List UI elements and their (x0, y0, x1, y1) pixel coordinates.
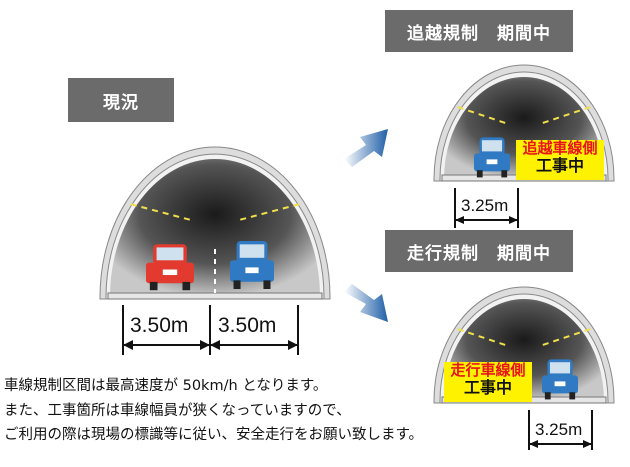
construction-sign-overtaking: 追越車線側 工事中 (516, 140, 604, 180)
note-line: 車線規制区間は最高速度が 50km/h となります。 (4, 378, 328, 394)
car-icon (542, 359, 578, 400)
current-label: 現況 (68, 78, 174, 122)
car-icon (474, 137, 510, 178)
dimension-lines-driving (528, 410, 593, 450)
overtaking-restriction-label: 追越規制 期間中 (385, 10, 573, 52)
lane-width-left: 3.50m (130, 314, 189, 337)
note-line: ご利用の際は現場の標識等に従い、安全走行をお願い致します。 (4, 427, 424, 443)
car-icon (146, 244, 194, 291)
dimension-lines-overtaking (454, 188, 519, 228)
lane-width-overtaking: 3.25m (461, 196, 509, 215)
tunnel-current (99, 146, 331, 300)
arrow-icon (344, 129, 388, 167)
lane-width-driving: 3.25m (535, 420, 583, 439)
dimension-lines-current (122, 305, 299, 355)
arrow-icon (344, 284, 388, 322)
car-icon (230, 241, 274, 289)
driving-restriction-label: 走行規制 期間中 (385, 230, 573, 272)
lane-width-right: 3.50m (218, 314, 277, 337)
construction-sign-driving: 走行車線側 工事中 (444, 362, 532, 402)
note-line: また、工事箇所は車線幅員が狭くなっていますので、 (4, 403, 351, 419)
